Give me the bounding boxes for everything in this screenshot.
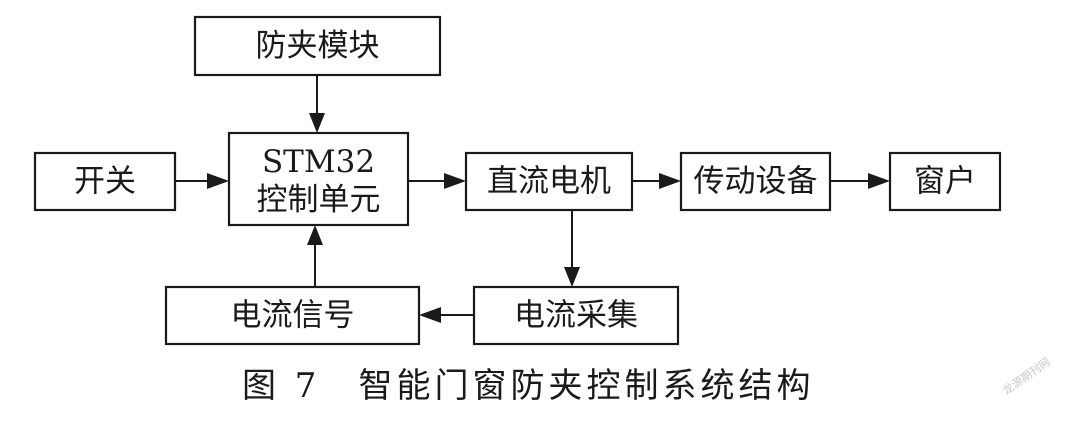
arrowhead-right [207,173,229,189]
edge-current-sampling-to-current-signal [419,307,474,323]
edge-anti-pinch-to-stm32 [309,75,325,133]
edge-stm32-to-dc-motor [408,173,466,189]
arrowhead-down [309,113,325,133]
arrowhead-right [868,173,890,189]
node-transmission-device-label: 传动设备 [694,164,818,200]
node-window: 窗户 [888,151,1002,212]
node-current-sampling-label: 电流采集 [514,298,638,334]
edge-current-signal-to-stm32 [307,225,323,287]
node-switch-label: 开关 [74,164,136,200]
node-current-signal-label: 电流信号 [231,298,355,334]
arrowhead-up [307,225,323,245]
node-current-signal: 电流信号 [164,285,421,346]
node-control-unit-label: 控制单元 [257,182,381,218]
node-window-label: 窗户 [914,164,976,200]
arrowhead-right [659,173,681,189]
node-anti-pinch-module-label: 防夹模块 [256,28,380,64]
arrowhead-down [564,267,580,287]
edge-dc-motor-to-transmission [632,173,681,189]
node-stm32-label: STM32 [262,144,375,180]
figure-caption: 图 7 智能门窗防夹控制系统结构 [242,366,814,406]
node-transmission-device: 传动设备 [679,151,832,212]
edge-transmission-to-window [830,173,890,189]
node-switch: 开关 [33,151,177,212]
node-current-sampling: 电流采集 [472,285,680,346]
edge-dc-motor-to-current-sampling [564,210,580,287]
watermark-text: 龙源期刊网 [1000,354,1053,397]
node-dc-motor: 直流电机 [464,151,634,212]
edge-switch-to-stm32 [175,173,229,189]
node-stm32-control-unit: STM32 控制单元 [227,131,410,227]
arrowhead-right [444,173,466,189]
node-anti-pinch-module: 防夹模块 [193,15,442,77]
arrowhead-left [419,307,441,323]
node-dc-motor-label: 直流电机 [487,164,611,200]
